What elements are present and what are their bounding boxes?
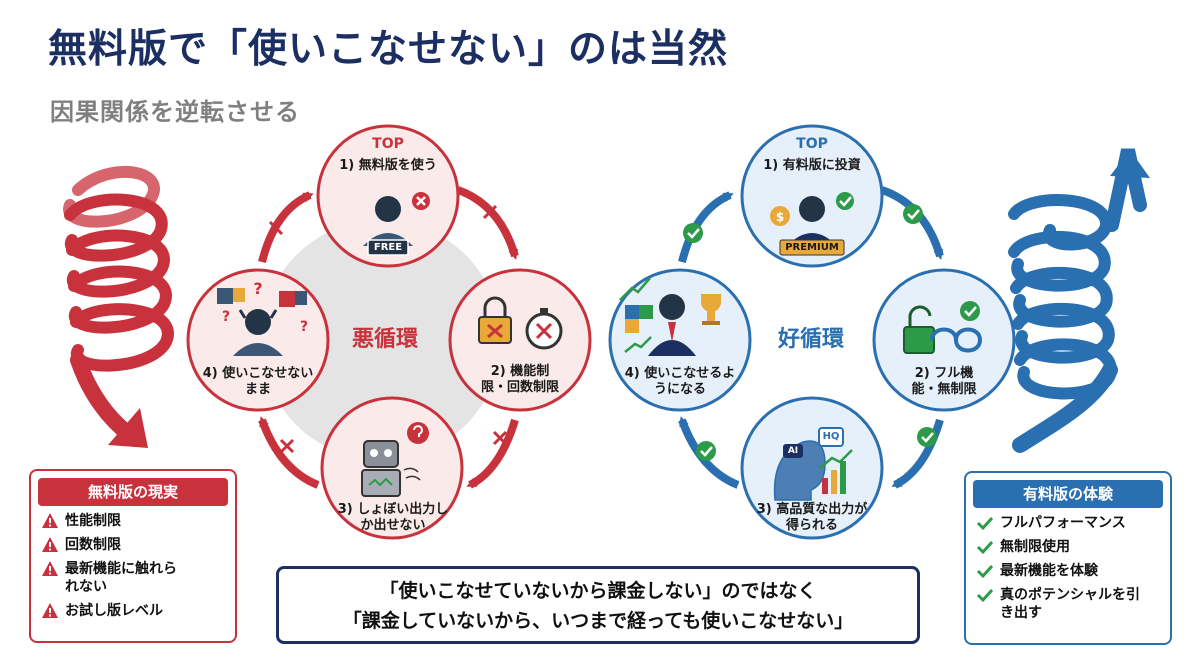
vicious-top-label: TOP <box>372 136 404 152</box>
unlock-icon <box>903 326 935 354</box>
businessman-icon <box>799 196 825 222</box>
happy-businessman-icon <box>659 294 685 320</box>
free-reality-panel: 無料版の現実 性能制限 回数制限 最新機能に触れられない お試し版レベル <box>31 471 235 641</box>
free-panel-item: 回数制限 <box>41 536 225 554</box>
vicious-node-1-label: 1) 無料版を使う <box>339 158 437 173</box>
paid-panel-item: 真のポテンシャルを引き出す <box>976 586 1160 622</box>
vicious-arrow-1-2 <box>456 186 519 260</box>
paid-panel-item: フルパフォーマンス <box>976 514 1160 532</box>
vicious-arrow-4-1 <box>258 191 314 263</box>
free-panel-item-text: 最新機能に触れられない <box>65 561 177 595</box>
free-panel-border <box>29 469 237 643</box>
paid-panel-item-text: 無制限使用 <box>1000 539 1070 555</box>
trophy-icon <box>701 294 721 312</box>
warning-icon <box>42 537 58 552</box>
virtuous-node-4-label: 4) 使いこなせるようになる <box>624 366 736 397</box>
page-title: 無料版で「使いこなせない」のは当然 <box>48 27 729 72</box>
virtuous-node-2 <box>872 268 1016 412</box>
vicious-node-2 <box>448 268 592 412</box>
coin-icon <box>770 206 790 226</box>
virtuous-node-1: $ <box>740 124 884 268</box>
svg-text:?: ? <box>300 319 308 335</box>
conclusion-quote-box: 「使いこなせていないから課金しない」のではなく 「課金していないから、いつまで経… <box>276 566 920 644</box>
upward-spiral-icon <box>1008 148 1150 453</box>
virtuous-arrow-2-3 <box>891 418 944 489</box>
virtuous-cycle-label: 好循環 <box>777 327 844 352</box>
premium-badge <box>779 239 845 256</box>
free-panel-item: 最新機能に触れられない <box>41 560 225 596</box>
virtuous-top-label: TOP <box>796 136 828 152</box>
warning-icon <box>42 603 58 618</box>
vicious-node-2-label: 2) 機能制限・回数制限 <box>480 364 559 395</box>
free-panel-item-text: 回数制限 <box>65 537 121 553</box>
check-icon <box>976 516 994 531</box>
free-badge <box>367 239 409 256</box>
vicious-node-3-label: 3) しょぼい出力しか出せない <box>337 502 449 533</box>
paid-panel-item: 最新機能を体験 <box>976 562 1160 580</box>
bar-chart-icon <box>822 478 828 494</box>
paid-panel-item-text: 真のポテンシャルを引き出す <box>1000 587 1140 621</box>
virtuous-node-4 <box>608 268 752 412</box>
check-icon <box>976 564 994 579</box>
robot-icon <box>363 440 399 468</box>
vicious-node-3 <box>320 396 464 540</box>
crossed-arrow-marks <box>268 204 508 454</box>
virtuous-node-3 <box>740 396 884 540</box>
quote-line-2: 「課金していないから、いつまで経っても使いこなせない」 <box>342 610 854 632</box>
free-panel-item-text: お試し版レベル <box>65 603 163 619</box>
confused-person-icon <box>245 309 271 335</box>
vicious-cycle-background <box>261 220 501 460</box>
free-panel-item: 性能制限 <box>41 512 225 530</box>
free-panel-item: お試し版レベル <box>41 602 225 620</box>
paid-panel-header: 有料版の体験 <box>973 480 1163 508</box>
virtuous-arrow-3-4 <box>678 416 740 489</box>
virtuous-arrow-4-1 <box>678 191 734 263</box>
warning-icon <box>42 513 58 528</box>
vicious-arrow-3-4 <box>258 416 320 489</box>
virtuous-node-1-label: 1) 有料版に投資 <box>763 158 861 173</box>
vicious-arrow-2-3 <box>466 418 519 489</box>
free-badge-text: FREE <box>373 242 403 253</box>
quote-line-1: 「使いこなせていないから課金しない」のではなく <box>379 580 817 602</box>
puzzle-icon <box>217 288 233 304</box>
vicious-cycle-label: 悪循環 <box>351 327 418 352</box>
check-icon <box>976 588 994 603</box>
infinity-icon <box>930 327 983 353</box>
page-subtitle: 因果関係を逆転させる <box>50 98 300 126</box>
paid-panel-item-text: 最新機能を体験 <box>1000 563 1098 579</box>
virtuous-node-3-label: 3) 高品質な出力が得られる <box>756 502 868 533</box>
free-panel-item-text: 性能制限 <box>65 513 121 529</box>
free-panel-header: 無料版の現実 <box>38 478 228 506</box>
virtuous-node-2-label: 2) フル機能・無制限 <box>911 366 977 397</box>
check-icon <box>976 540 994 555</box>
hq-badge <box>818 427 844 447</box>
free-panel-list: 性能制限 回数制限 最新機能に触れられない お試し版レベル <box>31 512 235 620</box>
ai-badge-text: AI <box>787 446 799 456</box>
paid-panel-item: 無制限使用 <box>976 538 1160 556</box>
svg-text:?: ? <box>253 279 262 298</box>
vicious-node-4-label: 4) 使いこなせないまま <box>202 366 314 397</box>
vicious-node-4: ? ? ? <box>186 268 330 412</box>
premium-badge-text: PREMIUM <box>785 242 839 253</box>
puzzle-solved-icon <box>625 305 639 319</box>
svg-text:$: $ <box>776 210 784 224</box>
svg-text:?: ? <box>222 309 230 325</box>
hq-badge-text: HQ <box>822 431 840 442</box>
paid-panel-item-text: フルパフォーマンス <box>1000 515 1126 531</box>
paid-experience-panel: 有料版の体験 フルパフォーマンス 無制限使用 最新機能を体験 真のポテンシャルを… <box>966 473 1170 643</box>
paid-panel-list: フルパフォーマンス 無制限使用 最新機能を体験 真のポテンシャルを引き出す <box>966 514 1170 622</box>
check-badge-icon <box>960 301 980 321</box>
paid-panel-border <box>964 471 1172 645</box>
vicious-node-1 <box>316 124 460 268</box>
check-arrow-marks <box>683 204 937 461</box>
warning-icon <box>42 561 58 576</box>
person-icon <box>375 196 401 222</box>
check-badge-icon <box>836 192 854 210</box>
virtuous-cycle-background <box>691 220 931 460</box>
downward-spiral-icon <box>63 165 174 448</box>
